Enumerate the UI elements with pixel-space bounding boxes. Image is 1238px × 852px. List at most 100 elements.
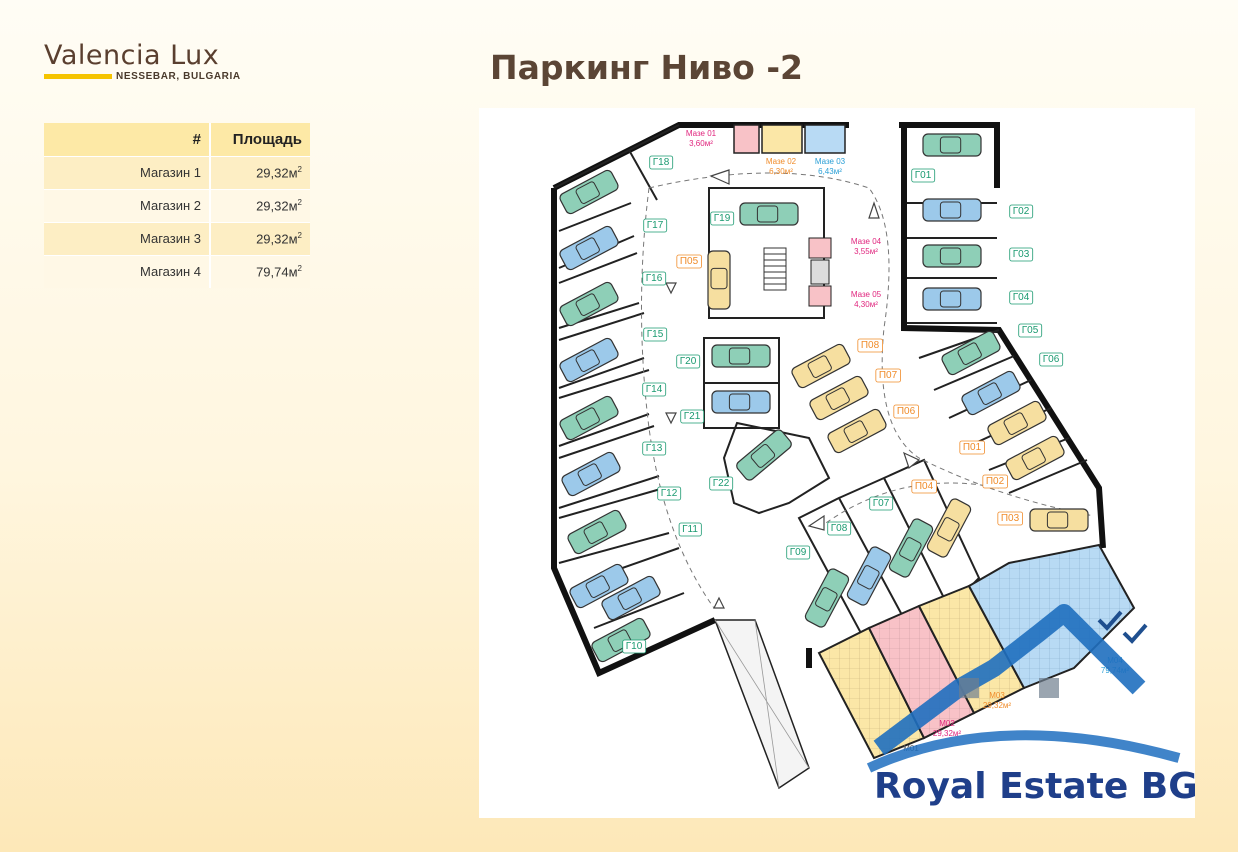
- car-left-6: [561, 451, 621, 497]
- garage-label-Г06-text: Г06: [1043, 354, 1060, 365]
- col-header-area: Площадь: [210, 123, 310, 156]
- parking-label-П04[interactable]: П04: [911, 479, 937, 494]
- parking-label-П02-text: П02: [986, 476, 1005, 487]
- garage-label-Г20[interactable]: Г20: [676, 354, 701, 369]
- storage-label-1-area: 3,60м²: [689, 139, 713, 148]
- car-right-4: [922, 287, 982, 311]
- storage-label-3[interactable]: Мазе 036,43м²: [815, 157, 846, 176]
- garage-label-Г08-text: Г08: [831, 523, 848, 534]
- parking-label-П03[interactable]: П03: [997, 511, 1023, 526]
- garage-label-Г17-text: Г17: [647, 220, 664, 231]
- garage-label-Г10[interactable]: Г10: [622, 639, 647, 654]
- garage-label-Г08[interactable]: Г08: [827, 521, 852, 536]
- car-left-4: [559, 337, 619, 383]
- car-right-1: [922, 133, 982, 157]
- garage-label-Г02[interactable]: Г02: [1009, 204, 1034, 219]
- storage-label-2-area: 6,30м²: [769, 167, 793, 176]
- garage-label-Г14[interactable]: Г14: [642, 382, 667, 397]
- table-row: Магазин 4 79,74м2: [44, 254, 310, 288]
- brand-location: NESSEBAR, BULGARIA: [116, 71, 241, 82]
- parking-label-П01-text: П01: [963, 442, 982, 453]
- garage-label-Г22[interactable]: Г22: [709, 476, 734, 491]
- car-left-7: [567, 509, 627, 555]
- parking-label-П01[interactable]: П01: [959, 440, 985, 455]
- garage-label-Г16-text: Г16: [646, 273, 663, 284]
- storage-label-4[interactable]: Мазе 043,55м²: [851, 237, 882, 256]
- garage-label-Г15[interactable]: Г15: [643, 327, 668, 342]
- garage-label-Г11[interactable]: Г11: [678, 522, 702, 537]
- garage-label-Г05[interactable]: Г05: [1018, 323, 1043, 338]
- parking-label-П06-text: П06: [897, 406, 916, 417]
- shop-name: Магазин 3: [44, 221, 211, 255]
- table-row: Магазин 1 29,32м2: [44, 155, 310, 189]
- garage-label-Г04[interactable]: Г04: [1009, 290, 1034, 305]
- storage-label-4-area: 3,55м²: [854, 247, 878, 256]
- col-header-number: #: [44, 123, 211, 156]
- garage-label-Г09[interactable]: Г09: [786, 545, 811, 560]
- garage-label-Г06[interactable]: Г06: [1039, 352, 1064, 367]
- parking-label-П08-text: П08: [861, 340, 880, 351]
- car-p06: [827, 408, 887, 454]
- car-right-2: [922, 198, 982, 222]
- car-g20: [711, 344, 771, 368]
- storage-label-5[interactable]: Мазе 054,30м²: [851, 290, 882, 309]
- storage-label-2[interactable]: Мазе 026,30м²: [766, 157, 797, 176]
- parking-label-П02[interactable]: П02: [982, 474, 1008, 489]
- car-p08: [791, 343, 851, 389]
- shop-area: 79,74м2: [210, 254, 310, 288]
- car-p03: [1029, 508, 1089, 532]
- table-row: Магазин 2 29,32м2: [44, 188, 310, 222]
- storage-label-1[interactable]: Мазе 013,60м²: [686, 129, 717, 148]
- parking-label-П05[interactable]: П05: [676, 254, 702, 269]
- page-title: Паркинг Ниво -2: [490, 48, 804, 87]
- car-left-3: [559, 281, 619, 327]
- garage-label-Г21-text: Г21: [684, 411, 701, 422]
- garage-label-Г09-text: Г09: [790, 547, 807, 558]
- shop-area: 29,32м2: [210, 188, 310, 222]
- garage-label-Г21[interactable]: Г21: [680, 409, 705, 424]
- floor-plan-drawing: Г01Г02Г03Г04Г05Г06Г07Г08Г09Г10Г11Г12Г13Г…: [551, 122, 1198, 807]
- parking-label-П03-text: П03: [1001, 513, 1020, 524]
- shop-label-2-name: М02: [939, 719, 955, 728]
- storage-label-2-name: Мазе 02: [766, 157, 797, 166]
- garage-label-Г16[interactable]: Г16: [642, 271, 667, 286]
- garage-label-Г13-text: Г13: [646, 443, 663, 454]
- car-left-1: [559, 169, 619, 215]
- garage-label-Г07[interactable]: Г07: [869, 496, 894, 511]
- garage-label-Г11-text: Г11: [682, 524, 698, 535]
- car-bottom-1: [804, 568, 850, 628]
- garage-label-Г17[interactable]: Г17: [643, 218, 668, 233]
- car-left-10: [601, 575, 661, 621]
- car-left-8: [569, 563, 629, 609]
- garage-label-Г12-text: Г12: [661, 488, 678, 499]
- car-bottom-4: [926, 498, 972, 558]
- space-labels: Г01Г02Г03Г04Г05Г06Г07Г08Г09Г10Г11Г12Г13Г…: [622, 129, 1129, 753]
- parking-label-П07[interactable]: П07: [875, 368, 901, 383]
- garage-label-Г19-text: Г19: [714, 213, 731, 224]
- car-angled-4: [1005, 435, 1065, 481]
- storage-label-3-name: Мазе 03: [815, 157, 846, 166]
- garage-label-Г01[interactable]: Г01: [911, 168, 936, 183]
- car-left-2: [559, 225, 619, 271]
- garage-label-Г07-text: Г07: [873, 498, 890, 509]
- car-g21: [711, 390, 771, 414]
- car-bottom-2: [846, 546, 892, 606]
- parking-label-П08[interactable]: П08: [857, 338, 883, 353]
- brand-underline: [44, 74, 112, 79]
- car-angled-3: [987, 400, 1047, 446]
- shop-name: Магазин 1: [44, 155, 211, 189]
- watermark-logo: Royal Estate BG: [866, 604, 1198, 807]
- garage-label-Г03[interactable]: Г03: [1009, 247, 1034, 262]
- car-p05: [707, 250, 731, 310]
- parking-label-П06[interactable]: П06: [893, 404, 919, 419]
- garage-label-Г19[interactable]: Г19: [710, 211, 735, 226]
- storage-label-4-name: Мазе 04: [851, 237, 882, 246]
- garage-label-Г12[interactable]: Г12: [657, 486, 682, 501]
- garage-label-Г13[interactable]: Г13: [642, 441, 667, 456]
- garage-label-Г18[interactable]: Г18: [649, 155, 674, 170]
- staircase: [763, 247, 787, 291]
- shop-label-2-area: 29,32м²: [933, 729, 962, 738]
